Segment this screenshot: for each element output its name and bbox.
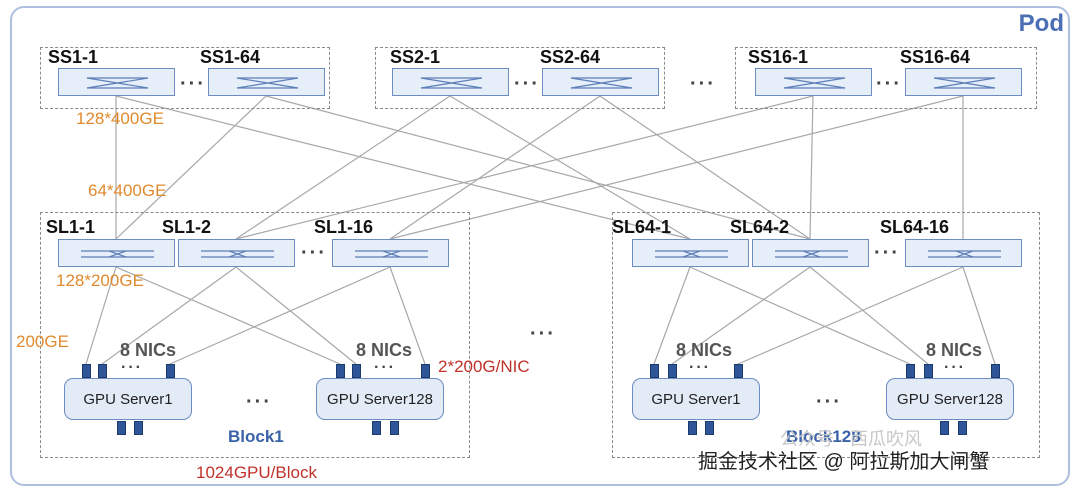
spine-group-2	[375, 47, 665, 109]
annotation-block-capacity: 1024GPU/Block	[196, 463, 317, 482]
leaf-label-sl1-1: SL1-1	[46, 217, 96, 237]
bottom-port	[134, 421, 143, 435]
nic-port	[734, 364, 743, 378]
watermark: 掘金技术社区 @ 阿拉斯加大闸蟹	[698, 451, 990, 473]
pod-boundary	[10, 6, 1070, 486]
spine-group-ellipsis: ···	[690, 73, 716, 95]
nic-port	[166, 364, 175, 378]
nics-label-b1-s1: 8 NICs	[120, 340, 177, 360]
gpu-server-b128-first: GPU Server1	[632, 378, 760, 420]
spine-ellipsis-2: ···	[514, 73, 540, 95]
watermark-faint: 公众号 · 西瓜吹风	[780, 429, 922, 449]
leaf-switch-icon	[201, 250, 274, 258]
bottom-port	[958, 421, 967, 435]
spine-switch-icon	[933, 77, 996, 89]
switch-sl64-1	[632, 239, 749, 267]
bottom-port	[940, 421, 949, 435]
annotation-leaf-ports: 128*200GE	[56, 271, 144, 290]
spine-switch-icon	[570, 77, 633, 89]
server-ellipsis-block128: ···	[816, 391, 842, 413]
leaf-label-sl64-16: SL64-16	[880, 217, 950, 237]
nic-port	[668, 364, 677, 378]
leaf-switch-icon	[775, 250, 848, 258]
nics-label-b1-s128: 8 NICs	[356, 340, 413, 360]
nics-label-b128-s128: 8 NICs	[926, 340, 983, 360]
spine-label-ss2-64: SS2-64	[540, 47, 601, 67]
annotation-nic-speed: 2*200G/NIC	[438, 357, 530, 376]
leaf-label-sl64-2: SL64-2	[730, 217, 790, 237]
gpu-server-b1-last: GPU Server128	[316, 378, 444, 420]
bottom-port	[117, 421, 126, 435]
spine-label-ss16-1: SS16-1	[748, 47, 809, 67]
spine-label-ss1-64: SS1-64	[200, 47, 261, 67]
spine-switch-icon	[783, 77, 846, 89]
bottom-port	[390, 421, 399, 435]
nic-port	[991, 364, 1000, 378]
nic-ellipsis: ···	[121, 359, 143, 376]
spine-label-ss16-64: SS16-64	[900, 47, 971, 67]
nic-port	[82, 364, 91, 378]
switch-ss2-64	[542, 68, 659, 96]
switch-sl1-1	[58, 239, 175, 267]
nic-ellipsis: ···	[944, 359, 966, 376]
switch-sl1-2	[178, 239, 295, 267]
leaf-label-sl1-16: SL1-16	[314, 217, 374, 237]
nic-port	[421, 364, 430, 378]
switch-ss16-1	[755, 68, 872, 96]
leaf-switch-icon	[81, 250, 154, 258]
leaf-ellipsis-block1: ···	[301, 242, 327, 264]
leaf-label-sl64-1: SL64-1	[612, 217, 672, 237]
bottom-port	[372, 421, 381, 435]
nic-ellipsis: ···	[374, 359, 396, 376]
leaf-ellipsis-block128: ···	[874, 242, 900, 264]
spine-switch-icon	[86, 77, 149, 89]
block-label-128: Block128	[786, 427, 861, 446]
gpu-server-b128-last: GPU Server128	[886, 378, 1014, 420]
spine-label-ss2-1: SS2-1	[390, 47, 441, 67]
block-ellipsis: ···	[530, 323, 556, 345]
annotation-spine-leaf-link: 64*400GE	[88, 181, 167, 200]
switch-sl1-16	[332, 239, 449, 267]
annotation-server-link: 200GE	[16, 332, 69, 351]
switch-sl64-2	[752, 239, 869, 267]
block-label-1: Block1	[228, 427, 284, 446]
spine-group-1	[40, 47, 330, 109]
nic-port	[906, 364, 915, 378]
spine-ellipsis-1: ···	[180, 73, 206, 95]
switch-sl64-16	[905, 239, 1022, 267]
pod-title: Pod	[1018, 10, 1064, 37]
nic-port	[336, 364, 345, 378]
bottom-port	[705, 421, 714, 435]
nic-ellipsis: ···	[689, 359, 711, 376]
switch-ss1-1	[58, 68, 175, 96]
nic-port	[98, 364, 107, 378]
nic-port	[352, 364, 361, 378]
gpu-server-b1-first: GPU Server1	[64, 378, 192, 420]
nic-port	[924, 364, 933, 378]
spine-label-ss1-1: SS1-1	[48, 47, 99, 67]
leaf-switch-icon	[928, 250, 1001, 258]
bottom-port	[688, 421, 697, 435]
spine-ellipsis-16: ···	[876, 73, 902, 95]
server-ellipsis-block1: ···	[246, 391, 272, 413]
spine-switch-icon	[420, 77, 483, 89]
nics-label-b128-s1: 8 NICs	[676, 340, 733, 360]
block-128-boundary	[612, 212, 1040, 458]
leaf-label-sl1-2: SL1-2	[162, 217, 212, 237]
switch-ss2-1	[392, 68, 509, 96]
leaf-switch-icon	[655, 250, 728, 258]
spine-group-16	[735, 47, 1037, 109]
spine-switch-icon	[236, 77, 299, 89]
block-1-boundary	[40, 212, 470, 458]
switch-ss16-64	[905, 68, 1022, 96]
nic-port	[650, 364, 659, 378]
annotation-spine-ports: 128*400GE	[76, 109, 164, 128]
switch-ss1-64	[208, 68, 325, 96]
leaf-switch-icon	[355, 250, 428, 258]
